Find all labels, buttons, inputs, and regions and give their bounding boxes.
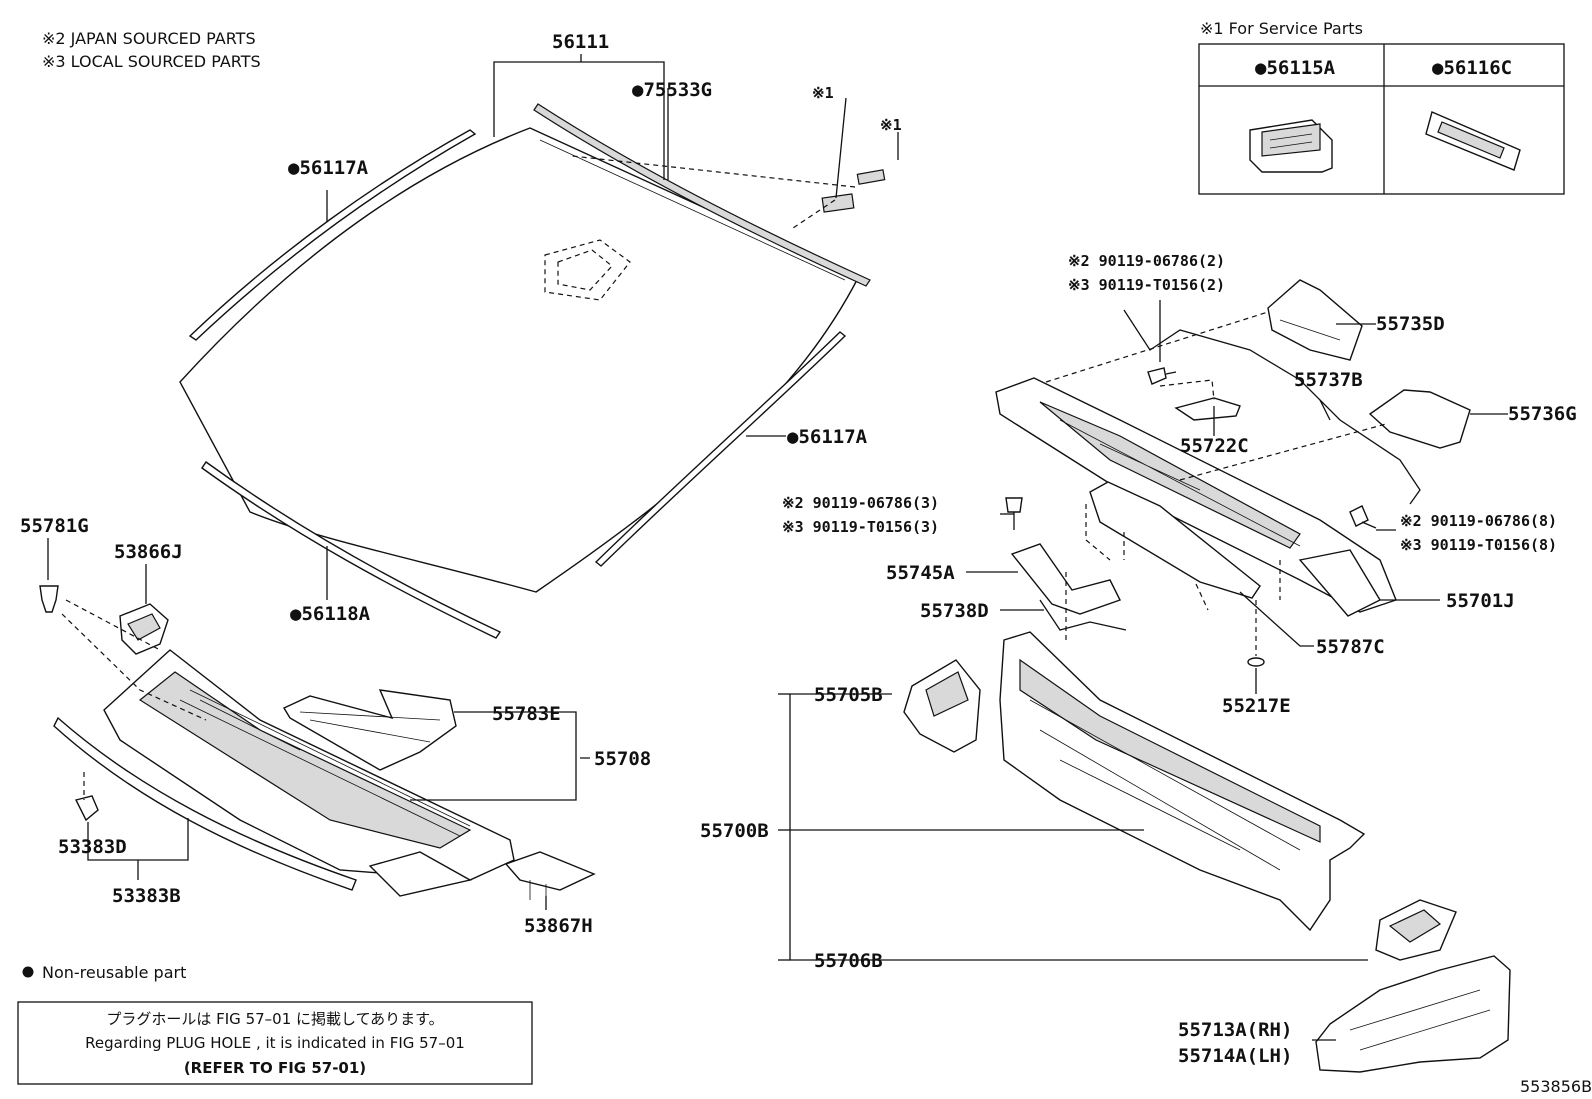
label-bolt3-c: ※3 90119-T0156(8) xyxy=(1400,536,1557,554)
windshield-glass xyxy=(179,127,859,593)
notice-line-en: Regarding PLUG HOLE , it is indicated in… xyxy=(85,1034,465,1052)
retainer-56116c-illustration xyxy=(1425,111,1521,171)
label-55787c: 55787C xyxy=(1316,636,1385,658)
reinforcement-55787c xyxy=(1089,481,1261,599)
service-parts-table: ※1 For Service Parts ●56115A ●56116C xyxy=(1198,19,1565,195)
label-55781g: 55781G xyxy=(20,515,89,537)
cowl-top-panel-55700b xyxy=(999,631,1366,932)
label-bolt2-a: ※2 90119-06786(2) xyxy=(1068,252,1225,270)
clip-53383d xyxy=(74,795,99,822)
label-55701j: 55701J xyxy=(1446,590,1515,612)
label-55737b: 55737B xyxy=(1294,369,1363,391)
label-bolt3-a: ※3 90119-T0156(2) xyxy=(1068,276,1225,294)
service-pad-1 xyxy=(821,193,855,213)
insulator-55713a-55714a xyxy=(1315,955,1511,1073)
service-part-56116c: ●56116C xyxy=(1432,57,1512,79)
label-55217e: 55217E xyxy=(1222,695,1291,717)
bolt-right xyxy=(1349,505,1377,529)
grommet-55217e xyxy=(1247,657,1265,667)
label-55745a: 55745A xyxy=(886,562,955,584)
molding-56117a-left xyxy=(188,129,477,341)
label-53383b: 53383B xyxy=(112,885,181,907)
note-local-sourced: ※3 LOCAL SOURCED PARTS xyxy=(42,52,261,71)
extension-55705b xyxy=(903,659,981,753)
label-bolt2-b: ※2 90119-06786(3) xyxy=(782,494,939,512)
label-55705b: 55705B xyxy=(814,684,883,706)
clip-56115a-illustration xyxy=(1249,119,1333,173)
notice-line-jp: プラグホールは FIG 57–01 に掲載してあります。 xyxy=(106,1010,443,1028)
bracket-53867h xyxy=(504,851,596,904)
label-56117a-right: ●56117A xyxy=(787,426,868,448)
note-japan-sourced: ※2 JAPAN SOURCED PARTS xyxy=(42,29,256,48)
label-53383d: 53383D xyxy=(58,836,127,858)
label-ref1-b: ※1 xyxy=(880,116,902,134)
service-table-title: ※1 For Service Parts xyxy=(1200,19,1363,38)
bracket-55745a xyxy=(1010,543,1121,615)
legend-non-reusable: Non-reusable part xyxy=(42,963,186,982)
label-56118a: ●56118A xyxy=(290,603,371,625)
label-55722c: 55722C xyxy=(1180,435,1249,457)
tube-55738d xyxy=(1039,599,1127,631)
label-55736g: 55736G xyxy=(1508,403,1577,425)
molding-56118a-lower xyxy=(201,461,502,639)
label-55738d: 55738D xyxy=(920,600,989,622)
label-55714a-lh: 55714A(LH) xyxy=(1178,1045,1292,1067)
label-55700b: 55700B xyxy=(700,820,769,842)
label-55708: 55708 xyxy=(594,748,651,770)
label-55735d: 55735D xyxy=(1376,313,1445,335)
bracket-55735d xyxy=(1267,279,1363,361)
seal-75533g xyxy=(533,103,871,287)
bolt-upper xyxy=(1147,367,1177,385)
service-pad-2 xyxy=(856,169,886,185)
label-56117a-left: ●56117A xyxy=(288,157,369,179)
hinge-53866j xyxy=(119,603,169,655)
cowl-louver-assembly xyxy=(103,649,515,897)
seal-53383b xyxy=(53,716,357,891)
clip-55781g xyxy=(39,585,59,613)
notice-line-refer: (REFER TO FIG 57-01) xyxy=(184,1059,366,1077)
illustration-id: 553856B xyxy=(1520,1077,1592,1096)
cowl-panel-55701j xyxy=(995,377,1397,617)
bolt-middle xyxy=(1005,497,1023,530)
cowl-cover-55783e xyxy=(282,689,457,771)
label-53867h: 53867H xyxy=(524,915,593,937)
extension-55706b xyxy=(1375,899,1457,961)
legend-dot-icon xyxy=(22,966,34,978)
bracket-55736g xyxy=(1368,389,1471,449)
label-53866j: 53866J xyxy=(114,541,183,563)
label-bolt2-c: ※2 90119-06786(8) xyxy=(1400,512,1557,530)
notice-box: プラグホールは FIG 57–01 に掲載してあります。 Regarding P… xyxy=(17,1001,533,1085)
label-56111: 56111 xyxy=(552,31,609,53)
label-55706b: 55706B xyxy=(814,950,883,972)
bracket-55722c xyxy=(1174,397,1241,421)
label-ref1-a: ※1 xyxy=(812,84,834,102)
label-55783e: 55783E xyxy=(492,703,561,725)
molding-56117a-right xyxy=(594,331,847,567)
label-75533g: ●75533G xyxy=(632,79,712,101)
label-55713a-rh: 55713A(RH) xyxy=(1178,1019,1292,1041)
label-bolt3-b: ※3 90119-T0156(3) xyxy=(782,518,939,536)
service-part-56115a: ●56115A xyxy=(1255,57,1336,79)
